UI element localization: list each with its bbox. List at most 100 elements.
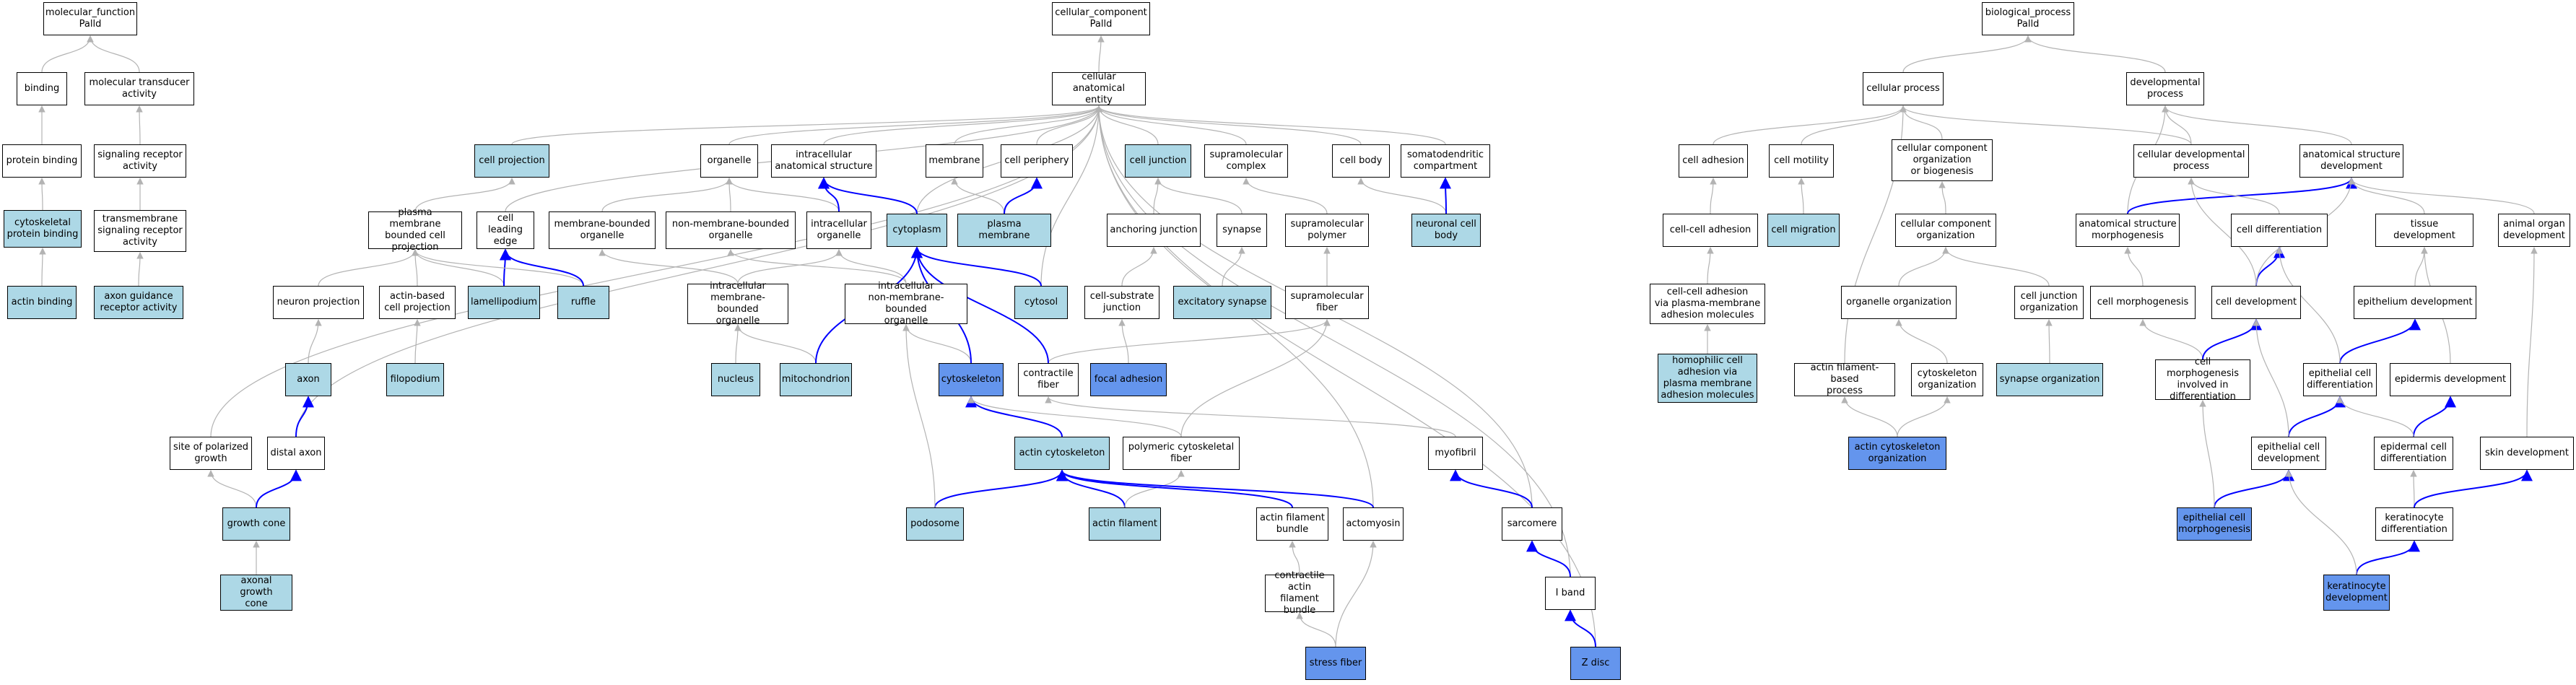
node-i-band[interactable]: I band [1545, 577, 1596, 610]
node-cell-substrate-junction[interactable]: cell-substrate junction [1084, 286, 1159, 319]
node-non-membrane-bounded-organelle[interactable]: non-membrane-bounded organelle [666, 211, 796, 249]
node-contractile-actin-filament-bundle[interactable]: contractile actin filament bundle [1265, 570, 1334, 616]
node-cellular-component-organization[interactable]: cellular component organization [1895, 214, 1996, 247]
node-cell-cell-adhesion[interactable]: cell-cell adhesion [1663, 214, 1758, 247]
node-cell-morphogenesis[interactable]: cell morphogenesis [2090, 286, 2196, 319]
node-mf-root[interactable]: molecular_function Palld [43, 2, 137, 35]
node-axon-guidance-receptor-activity[interactable]: axon guidance receptor activity [94, 286, 183, 319]
node-homophilic-cell-adhesion[interactable]: homophilic cell adhesion via plasma memb… [1658, 354, 1757, 403]
node-actin-filament[interactable]: actin filament [1089, 507, 1161, 541]
node-myofibril[interactable]: myofibril [1428, 437, 1483, 470]
node-membrane[interactable]: membrane [926, 144, 983, 178]
node-distal-axon[interactable]: distal axon [267, 437, 325, 470]
node-supramolecular-polymer[interactable]: supramolecular polymer [1285, 214, 1369, 247]
node-actin-based-cell-projection[interactable]: actin-based cell projection [379, 286, 456, 319]
node-cell-periphery[interactable]: cell periphery [1001, 144, 1073, 178]
node-plasma-membrane[interactable]: plasma membrane [957, 214, 1051, 247]
node-plasma-membrane-bounded-cell-projection[interactable]: plasma membrane bounded cell projection [368, 207, 462, 253]
node-intracellular-organelle[interactable]: intracellular organelle [806, 211, 871, 249]
node-stress-fiber[interactable]: stress fiber [1305, 647, 1366, 680]
node-polymeric-cytoskeletal-fiber[interactable]: polymeric cytoskeletal fiber [1123, 437, 1240, 470]
node-developmental-process[interactable]: developmental process [2126, 72, 2204, 105]
node-excitatory-synapse[interactable]: excitatory synapse [1173, 286, 1271, 319]
node-axonal-growth-cone[interactable]: axonal growth cone [220, 575, 292, 611]
node-somatodendritic-compartment[interactable]: somatodendritic compartment [1401, 144, 1490, 178]
node-epidermis-development[interactable]: epidermis development [2390, 363, 2511, 396]
node-supramolecular-fiber[interactable]: supramolecular fiber [1285, 286, 1369, 319]
node-actin-binding[interactable]: actin binding [7, 286, 77, 319]
node-sarcomere[interactable]: sarcomere [1502, 507, 1562, 541]
node-cytoskeletal-protein-binding[interactable]: cytoskeletal protein binding [4, 210, 82, 248]
node-binding[interactable]: binding [17, 72, 67, 105]
node-filopodium[interactable]: filopodium [386, 363, 444, 396]
node-cell-adhesion[interactable]: cell adhesion [1679, 144, 1748, 178]
node-supramolecular-complex[interactable]: supramolecular complex [1204, 144, 1288, 178]
node-synapse-organization[interactable]: synapse organization [1996, 363, 2103, 396]
node-cell-leading-edge[interactable]: cell leading edge [477, 211, 534, 249]
node-cellular-developmental-process[interactable]: cellular developmental process [2133, 144, 2249, 178]
node-site-of-polarized-growth[interactable]: site of polarized growth [170, 437, 252, 470]
node-epithelial-cell-differentiation[interactable]: epithelial cell differentiation [2303, 363, 2377, 396]
node-cytoplasm[interactable]: cytoplasm [887, 214, 947, 247]
node-mitochondrion[interactable]: mitochondrion [780, 363, 852, 396]
node-membrane-bounded-organelle[interactable]: membrane-bounded organelle [549, 211, 656, 249]
node-intracellular-membrane-bounded-organelle[interactable]: intracellular membrane-bounded organelle [687, 281, 788, 326]
node-bp-root[interactable]: biological_process Palld [1982, 2, 2074, 35]
node-cellular-process[interactable]: cellular process [1863, 72, 1944, 105]
node-contractile-fiber[interactable]: contractile fiber [1018, 363, 1079, 396]
node-cc-root[interactable]: cellular_component Palld [1052, 2, 1150, 35]
node-focal-adhesion[interactable]: focal adhesion [1090, 363, 1167, 396]
node-cytoskeleton-organization[interactable]: cytoskeleton organization [1911, 363, 1983, 396]
node-actin-cytoskeleton-organization[interactable]: actin cytoskeleton organization [1848, 437, 1946, 470]
node-epidermal-cell-differentiation[interactable]: epidermal cell differentiation [2374, 437, 2453, 470]
node-epithelium-development[interactable]: epithelium development [2354, 286, 2476, 319]
node-cell-body[interactable]: cell body [1332, 144, 1390, 178]
node-ruffle[interactable]: ruffle [557, 286, 609, 319]
node-lamellipodium[interactable]: lamellipodium [468, 286, 540, 319]
node-anatomical-structure-development[interactable]: anatomical structure development [2299, 144, 2403, 178]
node-cellular-component-organization-or-biogenesis[interactable]: cellular component organization or bioge… [1892, 139, 1993, 181]
node-transmembrane-signaling-receptor-activity[interactable]: transmembrane signaling receptor activit… [94, 210, 186, 252]
node-podosome[interactable]: podosome [906, 507, 964, 541]
node-epithelial-cell-morphogenesis[interactable]: epithelial cell morphogenesis [2177, 507, 2252, 541]
node-actin-filament-bundle[interactable]: actin filament bundle [1256, 507, 1328, 541]
node-intracellular-non-membrane-bounded-organelle[interactable]: intracellular non-membrane-bounded organ… [845, 281, 967, 326]
edge-anatomical_structure_morphogenesis-to-anatomical_structure_development [2127, 177, 2357, 214]
node-molecular-transducer-activity[interactable]: molecular transducer activity [84, 72, 194, 105]
node-keratinocyte-differentiation[interactable]: keratinocyte differentiation [2375, 507, 2453, 541]
node-actin-filament-based-process[interactable]: actin filament-based process [1794, 362, 1895, 396]
node-cytoskeleton[interactable]: cytoskeleton [939, 363, 1004, 396]
node-synapse[interactable]: synapse [1217, 214, 1267, 247]
node-cell-morphogenesis-involved-in-differentiation[interactable]: cell morphogenesis involved in different… [2155, 357, 2250, 402]
node-growth-cone[interactable]: growth cone [222, 507, 290, 541]
node-intracellular-anatomical-structure[interactable]: intracellular anatomical structure [771, 144, 876, 178]
node-nucleus[interactable]: nucleus [711, 363, 760, 396]
node-skin-development[interactable]: skin development [2480, 437, 2574, 470]
node-organelle[interactable]: organelle [700, 144, 758, 178]
node-cell-projection[interactable]: cell projection [474, 144, 549, 178]
node-epithelial-cell-development[interactable]: epithelial cell development [2251, 437, 2326, 470]
node-neuron-projection[interactable]: neuron projection [273, 286, 364, 319]
node-organelle-organization[interactable]: organelle organization [1841, 286, 1957, 319]
node-cell-motility[interactable]: cell motility [1769, 144, 1834, 178]
node-cell-migration[interactable]: cell migration [1767, 214, 1840, 247]
node-signaling-receptor-activity[interactable]: signaling receptor activity [94, 144, 186, 178]
node-keratinocyte-development[interactable]: keratinocyte development [2323, 575, 2390, 611]
node-actomyosin[interactable]: actomyosin [1343, 507, 1404, 541]
node-anchoring-junction[interactable]: anchoring junction [1107, 214, 1201, 247]
node-cell-differentiation[interactable]: cell differentiation [2231, 214, 2328, 247]
node-cell-cell-adhesion-via-plasma-membrane[interactable]: cell-cell adhesion via plasma-membrane a… [1650, 284, 1765, 324]
node-cell-development[interactable]: cell development [2211, 286, 2301, 319]
node-animal-organ-development[interactable]: animal organ development [2498, 214, 2570, 247]
node-cell-junction-organization[interactable]: cell junction organization [2014, 286, 2084, 319]
node-neuronal-cell-body[interactable]: neuronal cell body [1411, 214, 1481, 247]
node-actin-cytoskeleton[interactable]: actin cytoskeleton [1014, 437, 1110, 470]
node-cellular-anatomical-entity[interactable]: cellular anatomical entity [1052, 71, 1146, 105]
node-z-disc[interactable]: Z disc [1570, 647, 1621, 680]
node-cytosol[interactable]: cytosol [1014, 286, 1068, 319]
node-anatomical-structure-morphogenesis[interactable]: anatomical structure morphogenesis [2076, 214, 2180, 247]
node-tissue-development[interactable]: tissue development [2375, 214, 2473, 247]
node-protein-binding[interactable]: protein binding [2, 144, 82, 178]
node-cell-junction[interactable]: cell junction [1125, 144, 1191, 178]
node-axon[interactable]: axon [285, 363, 331, 396]
